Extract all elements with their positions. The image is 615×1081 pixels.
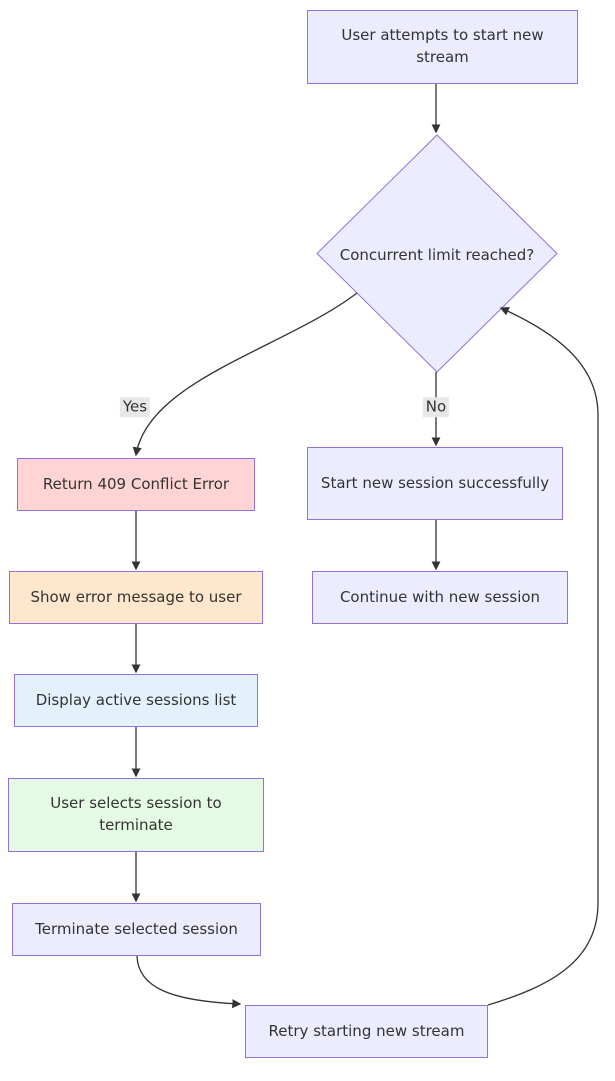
node-show-error-message: Show error message to user [9,571,263,624]
node-label: Return 409 Conflict Error [42,474,230,493]
edge-label-yes: Yes [119,397,151,417]
node-label: User attempts to start new stream [341,26,544,66]
node-label: Show error message to user [30,587,242,606]
node-label: User selects session to terminate [50,794,222,834]
edge-retry-to-check [487,307,599,1006]
node-label: Terminate selected session [35,919,238,938]
node-label: Continue with new session [339,587,541,606]
node-terminate-selected-session: Terminate selected session [12,903,261,956]
decision-diamond-shape [316,134,558,373]
node-display-active-sessions: Display active sessions list [14,674,258,727]
node-continue-with-new-session: Continue with new session [312,571,568,624]
node-concurrent-limit-decision-label: Concurrent limit reached? [339,246,535,264]
node-label: Retry starting new stream [268,1021,465,1040]
node-label: Display active sessions list [35,690,237,709]
edge-check-to-conflict [132,292,358,457]
node-label: Start new session successfully [320,473,550,492]
node-start-new-session-success: Start new session successfully [307,447,563,520]
node-retry-starting-new-stream: Retry starting new stream [245,1005,488,1058]
node-user-selects-session: User selects session to terminate [8,778,264,852]
edge-label-no: No [422,397,450,417]
node-user-attempts-start-stream: User attempts to start new stream [307,10,578,84]
node-return-409-conflict: Return 409 Conflict Error [17,458,255,511]
edge-terminate-to-retry [136,955,242,1009]
